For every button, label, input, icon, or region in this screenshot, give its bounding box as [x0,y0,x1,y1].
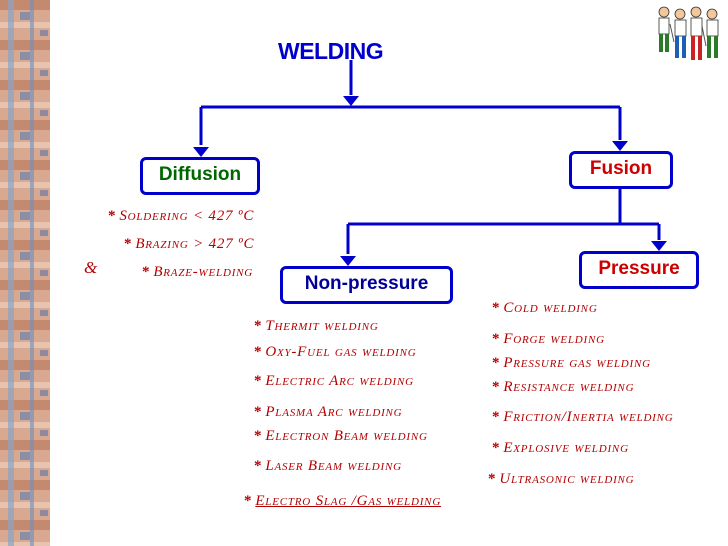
bullet-mark: * [124,236,133,252]
pressure-item-text: Resistance welding [503,379,635,395]
pressure-item-text: Ultrasonic welding [499,471,635,487]
bullet-mark: * [254,428,263,444]
arrow-head [651,241,667,251]
diffusion-item: *Braze-welding [142,264,253,281]
non-pressure-item-text: Electron Beam welding [265,428,428,444]
arrow-head [340,256,356,266]
bullet-mark: * [492,440,501,456]
pressure-item-text: Forge welding [503,331,605,347]
bullet-mark: * [142,264,151,280]
arrow-head [343,96,359,106]
bullet-mark: * [254,404,263,420]
non-pressure-item: *Oxy-Fuel gas welding [254,344,416,361]
diffusion-item: *Soldering < 427 ºC [108,208,254,225]
non-pressure-item-text: Oxy-Fuel gas welding [265,344,417,360]
pressure-item: *Explosive welding [492,440,629,457]
bullet-mark: * [108,208,117,224]
diffusion-node: Diffusion [140,157,260,195]
pressure-item-text: Cold welding [503,300,598,316]
diffusion-connector-symbol: & [84,258,98,277]
bullet-mark: * [244,493,253,509]
bullet-mark: * [492,379,501,395]
pressure-item: *Resistance welding [492,379,634,396]
non-pressure-item-text: Laser Beam welding [265,458,402,474]
bullet-mark: * [492,300,501,316]
fusion-node: Fusion [569,151,673,189]
bullet-mark: * [488,471,497,487]
non-pressure-item: *Plasma Arc welding [254,404,402,421]
bullet-mark: * [492,331,501,347]
diffusion-item: *Brazing > 427 ºC [124,236,254,253]
decorative-side-stripe [0,0,50,546]
pressure-item: *Pressure gas welding [492,355,651,372]
bullet-mark: * [254,373,263,389]
non-pressure-item-text: Thermit welding [265,318,379,334]
diagram-title: WELDING [278,38,384,64]
electro-slag-gas-welding-link[interactable]: Electro Slag /Gas welding [255,493,442,509]
bullet-mark: * [492,409,501,425]
pressure-node: Pressure [579,251,699,289]
pressure-item: *Ultrasonic welding [488,471,634,488]
non-pressure-item: *Electric Arc welding [254,373,414,390]
non-pressure-item-text: Electric Arc welding [265,373,414,389]
bullet-mark: * [492,355,501,371]
arrow-head [193,147,209,157]
pressure-item-text: Pressure gas welding [503,355,651,371]
pressure-item: *Friction/Inertia welding [492,409,674,426]
non-pressure-item-text: Plasma Arc welding [265,404,403,420]
diffusion-item-text: Brazing > 427 ºC [135,236,255,252]
arrow-head [612,141,628,151]
non-pressure-item: *Thermit welding [254,318,379,335]
pressure-item-text: Explosive welding [503,440,629,456]
diffusion-item-text: Soldering < 427 ºC [119,208,255,224]
bullet-mark: * [254,318,263,334]
pressure-item: *Cold welding [492,300,598,317]
pressure-item: *Forge welding [492,331,605,348]
welders-clipart [650,2,726,72]
bullet-mark: * [254,344,263,360]
non-pressure-link-item: *Electro Slag /Gas welding [244,493,441,510]
diffusion-item-text: Braze-welding [153,264,254,280]
non-pressure-item: *Electron Beam welding [254,428,428,445]
non-pressure-node: Non-pressure [280,266,453,304]
pressure-item-text: Friction/Inertia welding [503,409,674,425]
bullet-mark: * [254,458,263,474]
non-pressure-item: *Laser Beam welding [254,458,402,475]
